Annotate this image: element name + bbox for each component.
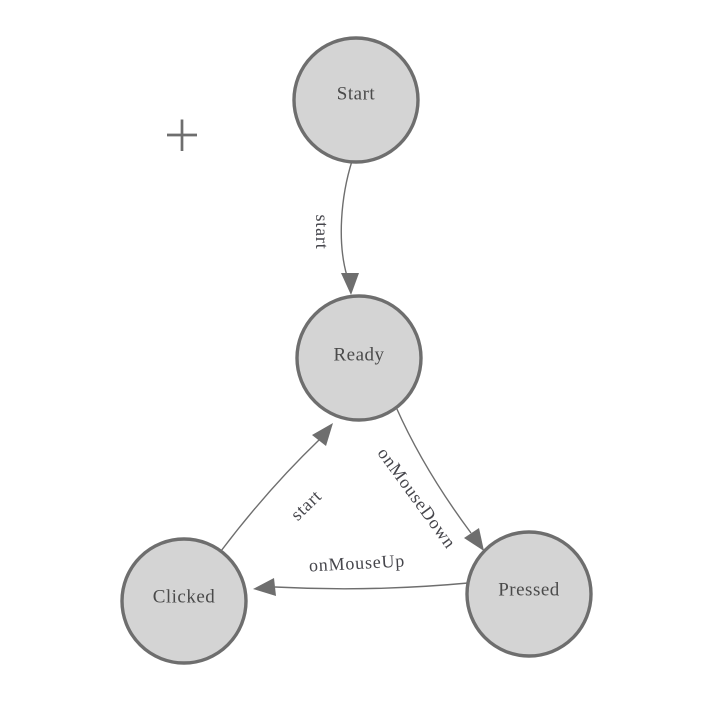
edge-path[interactable] bbox=[340, 160, 353, 277]
arrowhead-icon bbox=[312, 423, 333, 446]
edge-label-start-2: start bbox=[286, 486, 325, 525]
state-node-clicked[interactable]: Clicked bbox=[120, 537, 248, 665]
node-label-ready: Ready bbox=[333, 345, 384, 366]
node-label-start: Start bbox=[337, 84, 376, 105]
state-circle[interactable] bbox=[295, 294, 423, 422]
arrowhead-icon bbox=[341, 273, 359, 295]
transition-pressed-to-clicked[interactable]: onMouseUp bbox=[253, 550, 469, 596]
state-node-start[interactable]: Start bbox=[292, 36, 420, 164]
edge-label-onmousedown: onMouseDown bbox=[374, 444, 461, 553]
state-node-ready[interactable]: Ready bbox=[295, 294, 423, 422]
node-label-pressed: Pressed bbox=[498, 580, 560, 601]
transition-clicked-to-ready[interactable]: start bbox=[220, 423, 333, 552]
state-node-pressed[interactable]: Pressed bbox=[465, 530, 593, 658]
state-circle[interactable] bbox=[465, 530, 593, 658]
arrowhead-icon bbox=[464, 528, 484, 551]
edge-path[interactable] bbox=[395, 406, 472, 534]
transition-ready-to-pressed[interactable]: onMouseDown bbox=[374, 406, 484, 553]
state-circle[interactable] bbox=[120, 537, 248, 665]
node-label-clicked: Clicked bbox=[153, 587, 216, 608]
edge-label-onmouseup: onMouseUp bbox=[308, 550, 405, 575]
edge-label-start-1: start bbox=[312, 215, 332, 250]
state-circle[interactable] bbox=[292, 36, 420, 164]
edge-path[interactable] bbox=[220, 439, 320, 552]
edge-path[interactable] bbox=[274, 582, 469, 590]
transition-start-to-ready[interactable]: start bbox=[312, 160, 359, 295]
arrowhead-icon bbox=[253, 578, 276, 596]
plus-icon[interactable] bbox=[167, 119, 197, 152]
